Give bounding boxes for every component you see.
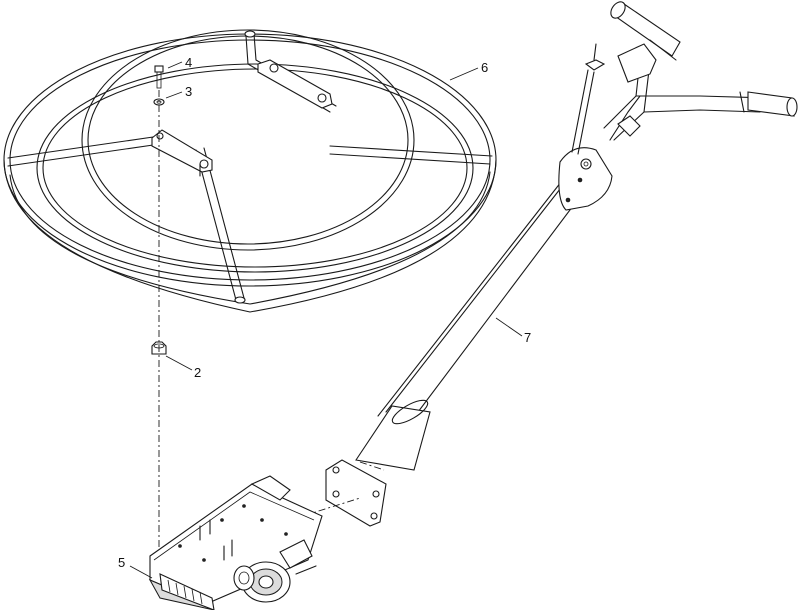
callout-label-6: 6 — [481, 60, 488, 75]
callout-3: 3 — [165, 84, 192, 99]
callout-label-4: 4 — [185, 55, 192, 70]
callout-2: 2 — [165, 355, 201, 380]
callout-label-3: 3 — [185, 84, 192, 99]
callout-5: 5 — [118, 555, 153, 579]
callout-7: 7 — [495, 317, 531, 345]
callout-6: 6 — [449, 60, 488, 81]
gearbox-base — [148, 475, 323, 610]
callout-label-5: 5 — [118, 555, 125, 570]
callout-4: 4 — [167, 55, 192, 70]
bolt-4 — [154, 65, 164, 89]
callout-label-7: 7 — [524, 330, 531, 345]
handle-assembly — [289, 1, 798, 527]
ring-assembly — [3, 29, 497, 313]
callout-label-2: 2 — [194, 365, 201, 380]
